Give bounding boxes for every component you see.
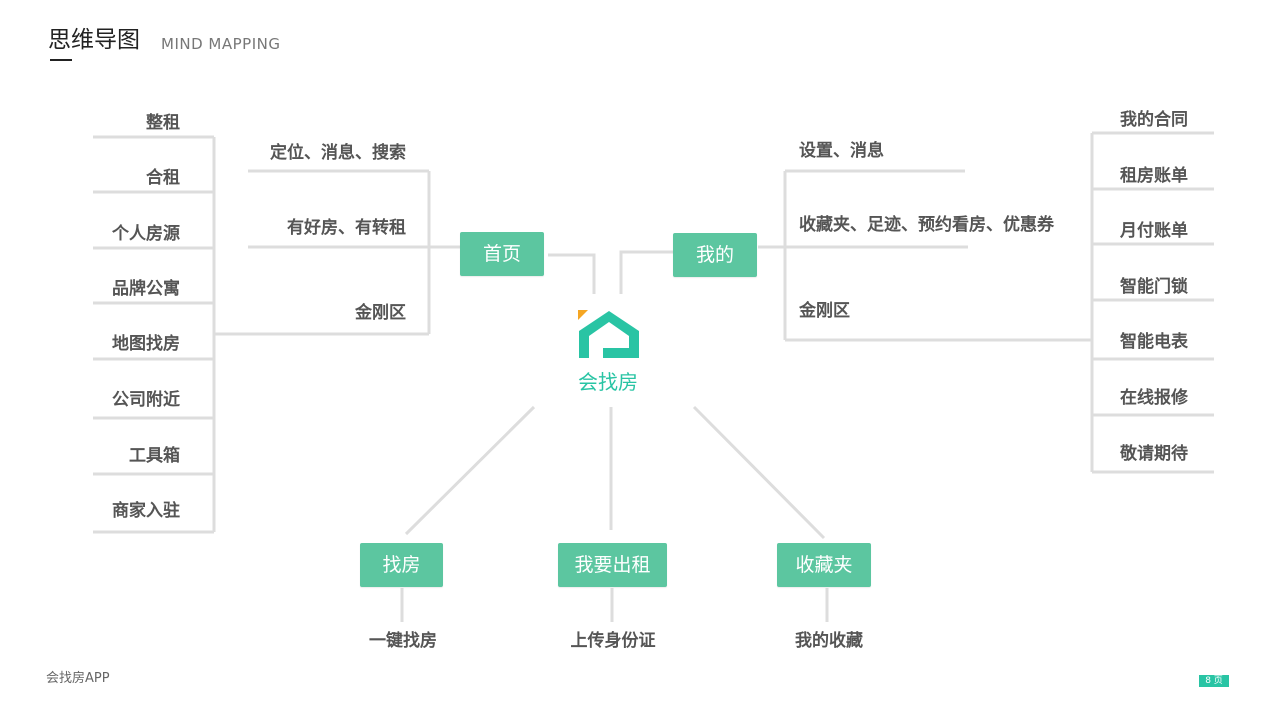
node-find[interactable]: 找房 (360, 543, 443, 587)
title-underline (50, 59, 72, 61)
house-icon (578, 310, 639, 358)
node-favorites[interactable]: 收藏夹 (777, 543, 871, 587)
rent-out-sub-label: 上传身份证 (570, 631, 656, 651)
home-grid-item: 整租 (146, 113, 180, 133)
home-grid-item: 商家入驻 (112, 501, 180, 521)
home-grid-item: 个人房源 (112, 224, 180, 244)
page-number-badge: 8 页 (1199, 675, 1229, 687)
mine-grid-item: 月付账单 (1120, 221, 1188, 241)
mine-grid-item: 智能门锁 (1120, 277, 1188, 297)
node-home[interactable]: 首页 (460, 232, 544, 276)
logo-house (579, 311, 639, 358)
page-subtitle: MIND MAPPING (161, 35, 281, 53)
page-title: 思维导图 (48, 27, 140, 53)
home-grid-item: 合租 (146, 168, 180, 188)
node-rent-out[interactable]: 我要出租 (558, 543, 667, 587)
home-sub-label: 有好房、有转租 (287, 218, 406, 238)
node-mine[interactable]: 我的 (673, 233, 757, 277)
home-grid-item: 工具箱 (129, 446, 180, 466)
mine-sub-label: 收藏夹、足迹、预约看房、优惠券 (799, 215, 1054, 235)
home-sub-label: 金刚区 (355, 303, 406, 323)
mine-grid-item: 我的合同 (1120, 110, 1188, 130)
mine-grid-item: 智能电表 (1120, 332, 1188, 352)
mine-grid-item: 敬请期待 (1120, 444, 1188, 464)
mine-grid-item: 在线报修 (1120, 388, 1188, 408)
home-sub-label: 定位、消息、搜索 (270, 143, 406, 163)
footer-app-name: 会找房APP (46, 671, 110, 686)
home-grid-item: 品牌公寓 (112, 279, 180, 299)
home-grid-item: 地图找房 (112, 334, 180, 354)
mine-sub-label: 金刚区 (799, 301, 850, 321)
mine-sub-label: 设置、消息 (799, 141, 884, 161)
find-sub-label: 一键找房 (369, 631, 437, 651)
brand-name: 会找房 (578, 370, 638, 394)
logo-accent (578, 310, 588, 320)
home-grid-item: 公司附近 (112, 390, 180, 410)
mine-grid-item: 租房账单 (1120, 166, 1188, 186)
favorites-sub-label: 我的收藏 (795, 631, 863, 651)
